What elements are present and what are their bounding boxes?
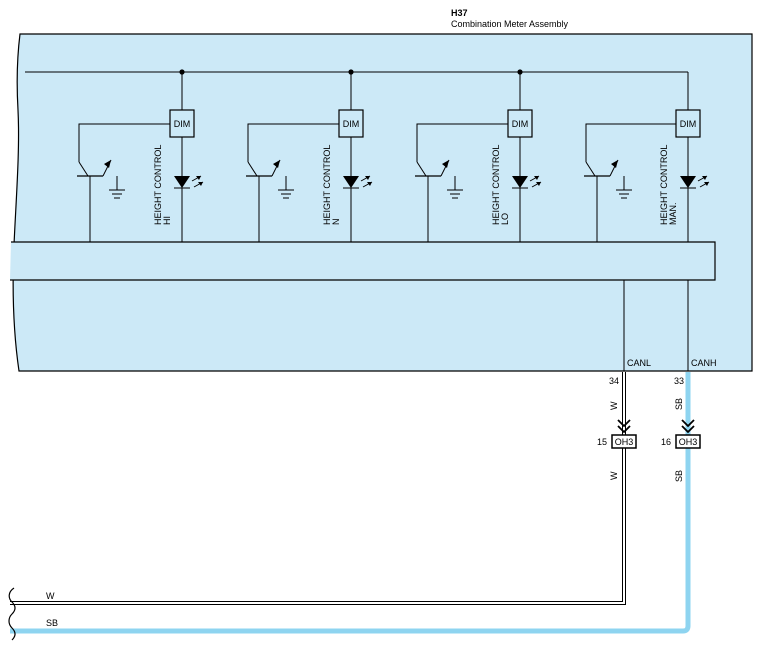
- circuit-label-line1: HEIGHT CONTROL: [322, 145, 332, 225]
- canl-connector-pin: 15: [597, 437, 607, 447]
- circuit-label-line1: HEIGHT CONTROL: [153, 145, 163, 225]
- canh-wire-color-below: SB: [674, 470, 684, 482]
- canl-pin-number: 34: [609, 376, 619, 386]
- transistor-icon: [77, 159, 112, 242]
- meter-ecu-block: [10, 241, 716, 281]
- led-icon: [174, 175, 204, 189]
- connector-box-canh: [675, 434, 701, 449]
- transistor-icon: [246, 159, 281, 242]
- w-wire-outline: [10, 372, 626, 605]
- circuit-height-control-lo: DIM HEIGHT CONTROL LO: [415, 69, 542, 242]
- w-wire-fill: [10, 372, 625, 604]
- led-icon: [680, 175, 710, 189]
- assembly-code: H37: [451, 8, 468, 18]
- chevron-down-icon: [681, 419, 695, 434]
- canh-signal-label: CANH: [691, 358, 717, 368]
- connector-box-canl: [611, 434, 637, 449]
- sb-bus-wire-label: SB: [46, 618, 58, 628]
- dim-label: DIM: [512, 119, 529, 129]
- transistor-icon: [415, 159, 450, 242]
- dim-box: [338, 109, 364, 138]
- chevron-down-icon: [617, 419, 631, 434]
- dim-label: DIM: [343, 119, 360, 129]
- canl-wire-color: W: [609, 401, 619, 410]
- canl-connector-label: OH3: [615, 437, 634, 447]
- circuit-label-line2: LO: [500, 213, 510, 225]
- dim-box: [169, 109, 195, 138]
- led-icon: [512, 175, 542, 189]
- ground-icon: [109, 176, 125, 199]
- circuit-height-control-man: DIM HEIGHT CONTROL MAN.: [584, 72, 710, 242]
- transistor-icon: [584, 159, 619, 242]
- combination-meter-assembly-box: [12, 33, 753, 372]
- w-bus-wire-label: W: [46, 591, 55, 601]
- circuit-label-line1: HEIGHT CONTROL: [491, 145, 501, 225]
- circuit-label-line1: HEIGHT CONTROL: [659, 145, 669, 225]
- dim-label: DIM: [174, 119, 191, 129]
- wire-break-brace: [8, 587, 16, 641]
- ground-icon: [278, 176, 294, 199]
- ground-icon: [447, 176, 463, 199]
- assembly-title: Combination Meter Assembly: [451, 19, 569, 29]
- circuit-label-line2: HI: [162, 216, 172, 225]
- circuit-label-line2: MAN.: [668, 203, 678, 226]
- canh-pin-number: 33: [674, 376, 684, 386]
- led-icon: [343, 175, 373, 189]
- circuit-height-control-n: DIM HEIGHT CONTROL N: [246, 69, 373, 242]
- circuit-height-control-hi: DIM HEIGHT CONTROL HI: [77, 69, 204, 242]
- canh-connector-pin: 16: [661, 437, 671, 447]
- canl-signal-label: CANL: [627, 358, 651, 368]
- dim-label: DIM: [680, 119, 697, 129]
- canh-wire-color: SB: [674, 398, 684, 410]
- canl-wire-color-below: W: [609, 471, 619, 480]
- ground-icon: [616, 176, 632, 199]
- canh-connector-label: OH3: [679, 437, 698, 447]
- circuit-label-line2: N: [331, 219, 341, 226]
- sb-wire: [10, 372, 691, 634]
